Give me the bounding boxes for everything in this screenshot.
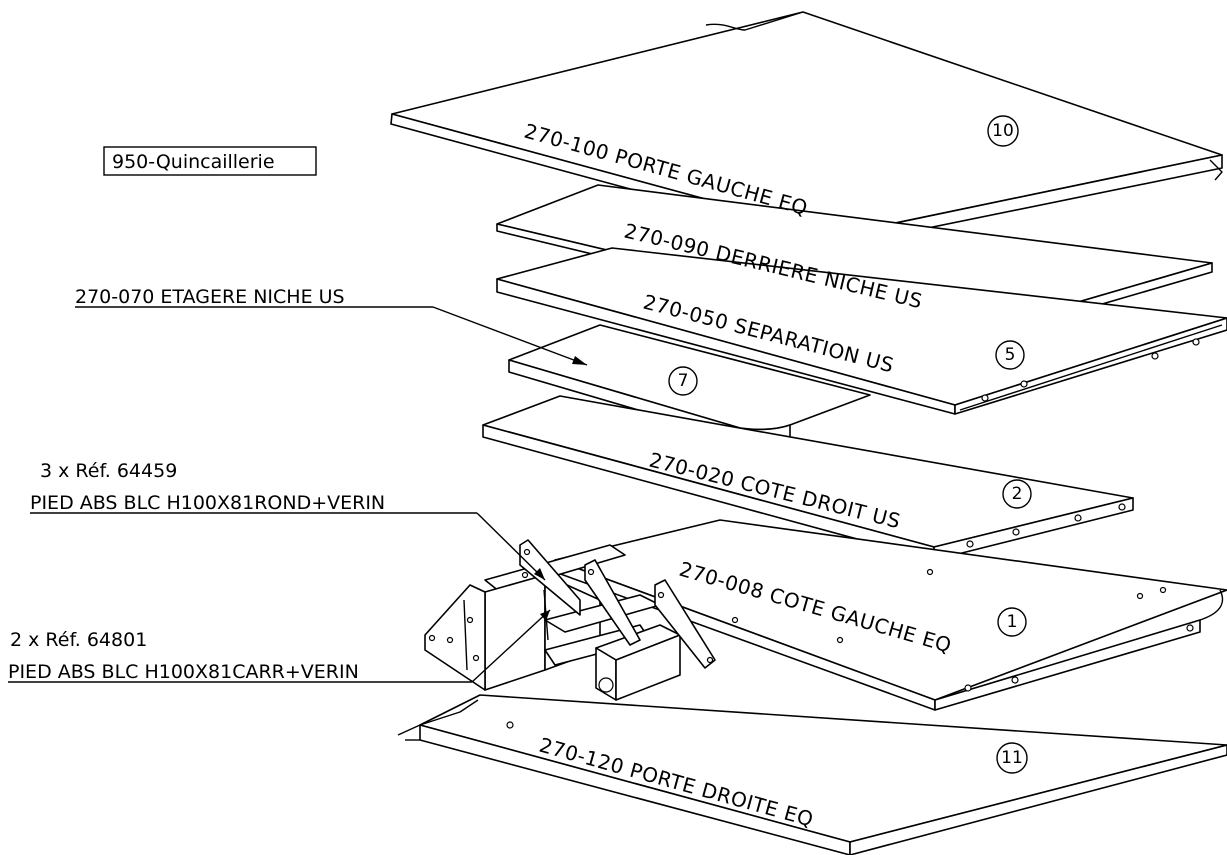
svg-text:10: 10 bbox=[992, 121, 1014, 141]
shelf-callout-label: 270-070 ETAGERE NICHE US bbox=[75, 286, 345, 308]
round-feet-desc-label: PIED ABS BLC H100X81ROND+VERIN bbox=[30, 492, 385, 514]
balloon-5: 5 bbox=[995, 340, 1025, 370]
svg-text:7: 7 bbox=[678, 371, 689, 391]
square-feet-qty-label: 2 x Réf. 64801 bbox=[10, 629, 147, 651]
panel-door-right bbox=[397, 694, 1227, 855]
balloon-1: 1 bbox=[997, 607, 1027, 637]
balloon-7: 7 bbox=[668, 366, 698, 396]
balloon-2: 2 bbox=[1002, 479, 1032, 509]
panel-side-right bbox=[482, 395, 1134, 561]
round-feet-qty-label: 3 x Réf. 64459 bbox=[40, 460, 177, 482]
panel-side-left bbox=[554, 519, 1227, 711]
hardware-box: 950-Quincaillerie bbox=[103, 146, 317, 176]
svg-text:11: 11 bbox=[1001, 748, 1023, 768]
svg-text:5: 5 bbox=[1005, 345, 1016, 365]
svg-text:2: 2 bbox=[1012, 484, 1023, 504]
hardware-box-label: 950-Quincaillerie bbox=[112, 151, 275, 173]
square-feet-desc-label: PIED ABS BLC H100X81CARR+VERIN bbox=[8, 661, 359, 683]
svg-text:1: 1 bbox=[1007, 612, 1018, 632]
panel-separation bbox=[496, 247, 1227, 415]
balloon-11: 11 bbox=[996, 742, 1028, 774]
leader-lines bbox=[8, 306, 588, 683]
balloon-10: 10 bbox=[987, 115, 1019, 147]
panel-door-left bbox=[390, 11, 1223, 247]
feet-assembly bbox=[424, 539, 716, 701]
